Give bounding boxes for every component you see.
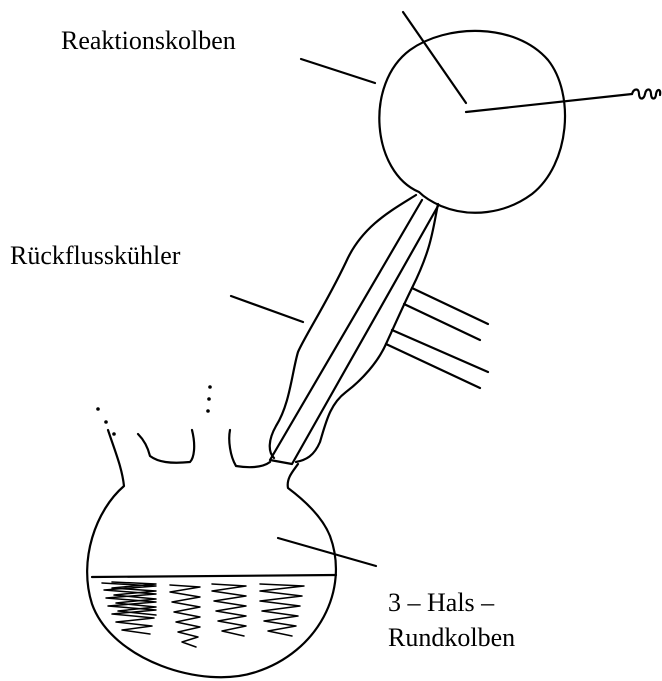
- vapor-dot: [208, 385, 212, 389]
- three-neck-flask-body: [87, 430, 336, 677]
- label-reaction-flask: Reaktionskolben: [61, 28, 236, 54]
- vapor-dot: [207, 397, 211, 401]
- vapor-dot: [96, 407, 100, 411]
- liquid-hatching-stroke: [212, 584, 246, 636]
- condenser-water-outlet: [386, 330, 488, 388]
- vapor-dot: [206, 409, 210, 413]
- vapor-dot: [112, 432, 116, 436]
- leader-three-neck-flask: [278, 538, 376, 566]
- vapor-dots: [96, 385, 212, 436]
- label-reflux-condenser: Rückflusskühler: [10, 243, 180, 269]
- leader-reflux-condenser: [231, 296, 303, 322]
- liquid-hatching-stroke: [170, 585, 200, 647]
- label-three-neck-flask: 3 – Hals – Rundkolben: [388, 585, 515, 655]
- reaction-flask-wire: [466, 94, 632, 112]
- condenser-inner-tube: [270, 200, 438, 464]
- leader-reaction-flask: [301, 59, 375, 83]
- liquid-hatching: [102, 582, 304, 647]
- liquid-surface: [92, 575, 336, 577]
- reaction-flask-inner-rod: [403, 12, 466, 103]
- condenser-jacket: [270, 195, 438, 462]
- vapor-dot: [104, 420, 108, 424]
- liquid-hatching-stroke: [260, 584, 304, 636]
- heating-coil: [632, 90, 660, 99]
- condenser-water-inlet: [404, 288, 488, 340]
- reaction-flask-sphere: [379, 31, 565, 213]
